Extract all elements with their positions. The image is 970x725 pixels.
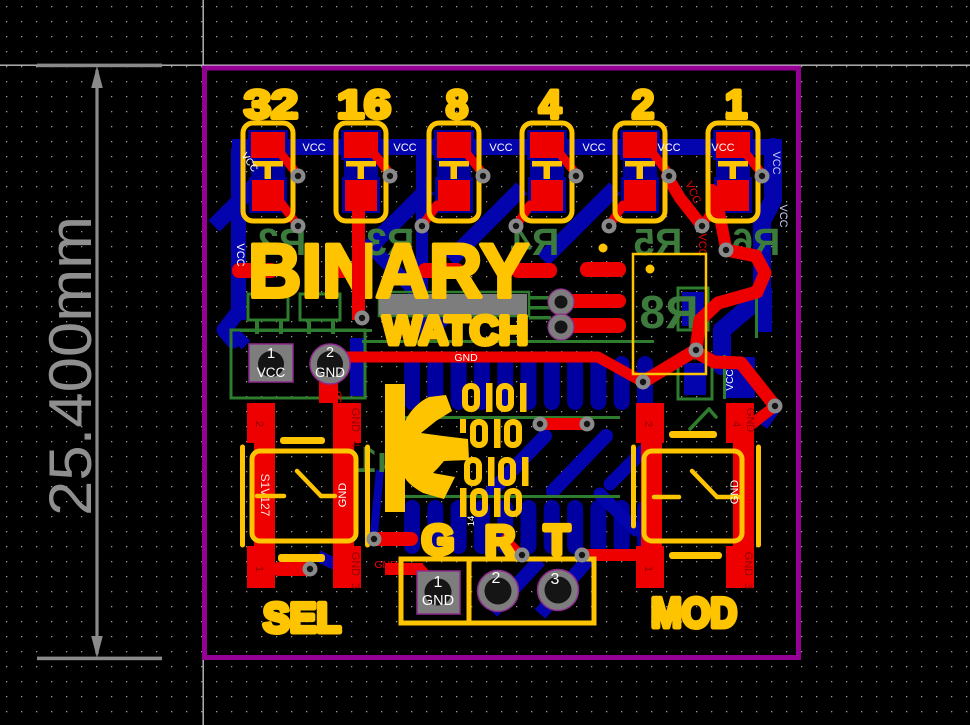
svg-text:4: 4 <box>730 421 742 427</box>
svg-text:VCC: VCC <box>696 233 708 256</box>
svg-text:R5: R5 <box>634 222 683 264</box>
svg-text:8: 8 <box>446 83 468 127</box>
svg-text:GND: GND <box>331 395 343 420</box>
svg-text:GND: GND <box>729 480 741 505</box>
svg-text:1: 1 <box>598 263 604 274</box>
svg-text:SEL: SEL <box>263 594 341 641</box>
svg-text:2: 2 <box>632 83 654 127</box>
svg-text:VCC: VCC <box>489 142 512 154</box>
svg-text:BINARY: BINARY <box>248 229 529 314</box>
svg-text:2: 2 <box>326 345 334 361</box>
svg-text:GND: GND <box>742 552 754 577</box>
svg-text:VCC: VCC <box>770 151 782 174</box>
svg-text:VCC: VCC <box>302 142 325 154</box>
svg-text:16: 16 <box>337 83 391 127</box>
svg-text:VCC: VCC <box>657 142 680 154</box>
svg-text:GND: GND <box>349 552 361 577</box>
svg-text:VCC: VCC <box>777 204 789 227</box>
svg-text:GND: GND <box>744 408 756 433</box>
svg-text:GND: GND <box>374 559 398 571</box>
svg-text:2: 2 <box>492 570 501 587</box>
svg-text:14: 14 <box>466 516 477 527</box>
svg-text:GND: GND <box>337 483 349 508</box>
svg-text:G: G <box>422 516 455 563</box>
svg-text:4: 4 <box>349 441 361 447</box>
svg-text:GND: GND <box>454 352 478 364</box>
svg-text:3: 3 <box>742 583 754 589</box>
svg-text:VCC: VCC <box>725 369 736 390</box>
svg-text:GND: GND <box>422 593 454 609</box>
svg-text:GND: GND <box>315 365 345 380</box>
svg-text:GND: GND <box>349 408 361 433</box>
svg-text:2: 2 <box>253 421 265 427</box>
svg-text:R3: R3 <box>366 222 415 264</box>
svg-text:3: 3 <box>349 583 361 589</box>
svg-text:1: 1 <box>253 566 265 572</box>
svg-text:4: 4 <box>539 83 562 127</box>
svg-text:VCC: VCC <box>257 365 286 380</box>
svg-text:MOD: MOD <box>651 589 737 636</box>
svg-text:WATCH: WATCH <box>383 309 528 353</box>
svg-text:VCC: VCC <box>234 243 246 266</box>
svg-text:VCC: VCC <box>393 142 416 154</box>
svg-text:3: 3 <box>551 571 560 588</box>
svg-text:2: 2 <box>642 421 654 427</box>
svg-text:VCC: VCC <box>711 142 734 154</box>
svg-text:VCC: VCC <box>582 142 605 154</box>
svg-text:32: 32 <box>244 83 298 127</box>
svg-text:25.400mm: 25.400mm <box>37 216 104 516</box>
svg-text:1: 1 <box>434 574 443 591</box>
svg-text:1: 1 <box>725 83 747 127</box>
svg-text:R8: R8 <box>640 286 699 338</box>
svg-text:T: T <box>544 516 570 563</box>
svg-text:1: 1 <box>267 346 275 362</box>
svg-text:1: 1 <box>642 566 654 572</box>
